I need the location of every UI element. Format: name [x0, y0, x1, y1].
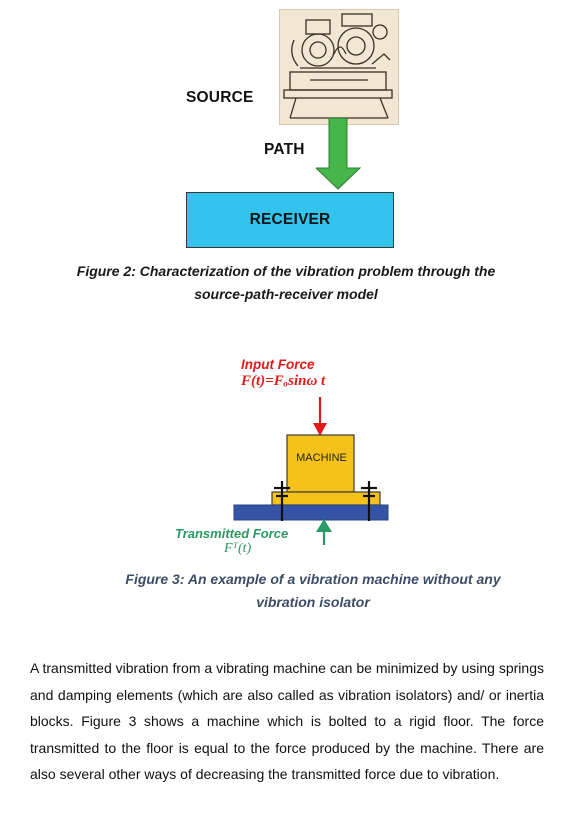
receiver-box: RECEIVER: [186, 192, 394, 248]
figure2-caption: Figure 2: Characterization of the vibrat…: [20, 260, 552, 306]
transmitted-force-formula: Fᵀ(t): [224, 541, 252, 556]
figure3-caption-line1: Figure 3: An example of a vibration mach…: [125, 571, 501, 587]
figure3-caption-line2: vibration isolator: [256, 594, 370, 610]
machine-block: [286, 434, 355, 493]
transmitted-force-title: Transmitted Force: [175, 526, 289, 541]
input-force-arrow-icon: [313, 397, 327, 436]
machine-diagram: [233, 397, 389, 545]
path-label: PATH: [264, 141, 305, 158]
base-plate: [271, 491, 381, 506]
receiver-label: RECEIVER: [249, 211, 331, 228]
path-arrow-icon: [316, 118, 362, 190]
right-bolt-icon: [361, 481, 377, 521]
rigid-floor: [233, 504, 389, 521]
figure2-caption-line2: source-path-receiver model: [194, 286, 378, 302]
transmitted-force-arrow-icon: [316, 519, 332, 545]
body-paragraph: A transmitted vibration from a vibrating…: [30, 660, 544, 782]
source-label: SOURCE: [186, 89, 254, 106]
machine-label: MACHINE: [296, 452, 347, 464]
compressor-sketch-icon: [283, 13, 393, 119]
left-bolt-icon: [274, 481, 290, 521]
figure3-caption: Figure 3: An example of a vibration mach…: [0, 568, 572, 614]
figure2-caption-line1: Figure 2: Characterization of the vibrat…: [76, 263, 496, 279]
input-force-formula: F(t)=Fₒsinω t: [241, 373, 326, 389]
machine-illustration-image: [279, 9, 399, 125]
input-force-title: Input Force: [241, 357, 315, 372]
